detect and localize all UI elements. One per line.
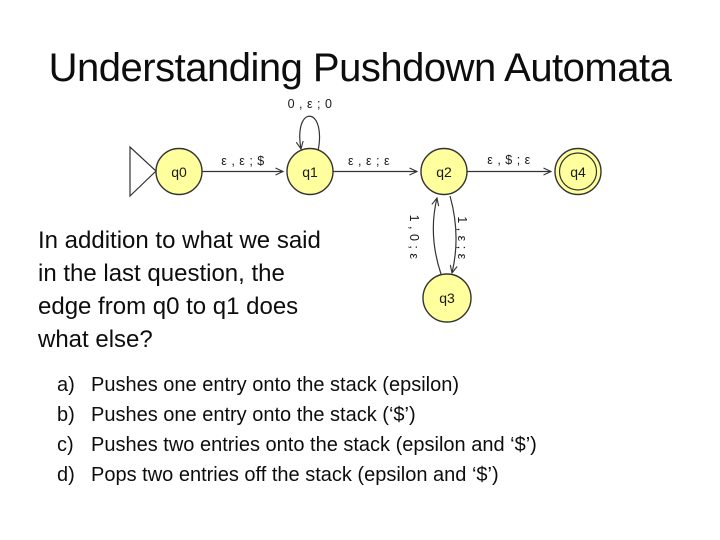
start-state-marker-icon — [129, 145, 157, 198]
option-text: Pops two entries off the stack (epsilon … — [91, 464, 499, 486]
state-q0-circle — [155, 147, 203, 196]
answer-option-d: d) Pops two entries off the stack (epsil… — [57, 460, 537, 490]
state-q1: q1 — [286, 147, 334, 196]
state-q2-label: q2 — [436, 164, 452, 180]
edge-q3-q2 — [431, 196, 442, 275]
state-q4-inner-circle — [558, 152, 598, 191]
edge-q1-selfloop — [295, 115, 321, 152]
state-q4-label: q4 — [570, 164, 586, 180]
option-text: Pushes two entries onto the stack (epsil… — [91, 434, 537, 456]
state-q4-accepting: q4 — [554, 147, 602, 196]
question-line: in the last question, the — [38, 260, 285, 287]
edge-label-q2-q3: 1 , ε ; ε — [455, 216, 469, 259]
edge-label-q3-q2: 1 , 0 ; ε — [407, 215, 421, 260]
answer-option-a: a) Pushes one entry onto the stack (epsi… — [57, 370, 537, 400]
state-q1-circle — [286, 147, 334, 196]
state-q3-label: q3 — [439, 290, 455, 306]
option-letter: b) — [57, 404, 75, 426]
question-line: what else? — [38, 326, 153, 353]
edge-label-q0-q1: ε , ε ; $ — [221, 154, 264, 168]
state-q0: q0 — [155, 147, 203, 196]
option-letter: c) — [57, 434, 74, 456]
state-q0-label: q0 — [171, 164, 187, 180]
slide-title: Understanding Pushdown Automata — [48, 46, 672, 90]
question-line: In addition to what we said — [38, 227, 321, 254]
option-letter: a) — [57, 374, 75, 396]
answer-option-c: c) Pushes two entries onto the stack (ep… — [57, 430, 537, 460]
state-q2: q2 — [420, 147, 468, 196]
edge-label-q1-selfloop: 0 , ε ; 0 — [288, 97, 333, 111]
option-letter: d) — [57, 464, 75, 486]
option-text: Pushes one entry onto the stack (‘$’) — [91, 404, 416, 426]
state-q2-circle — [420, 147, 468, 196]
option-text: Pushes one entry onto the stack (epsilon… — [91, 374, 459, 396]
state-q3-circle — [422, 273, 472, 323]
state-q3: q3 — [422, 273, 472, 323]
question-line: edge from q0 to q1 does — [38, 293, 299, 320]
answer-option-b: b) Pushes one entry onto the stack (‘$’) — [57, 400, 537, 430]
edge-label-q2-q4: ε , $ ; ε — [487, 153, 530, 167]
edge-q2-q3 — [449, 195, 458, 275]
edge-label-q1-q2: ε , ε ; ε — [348, 154, 390, 168]
answer-options-list: a) Pushes one entry onto the stack (epsi… — [57, 370, 537, 490]
state-q4-outer-circle — [554, 147, 602, 196]
question-text: In addition to what we said in the last … — [38, 224, 321, 356]
state-q1-label: q1 — [302, 164, 318, 180]
